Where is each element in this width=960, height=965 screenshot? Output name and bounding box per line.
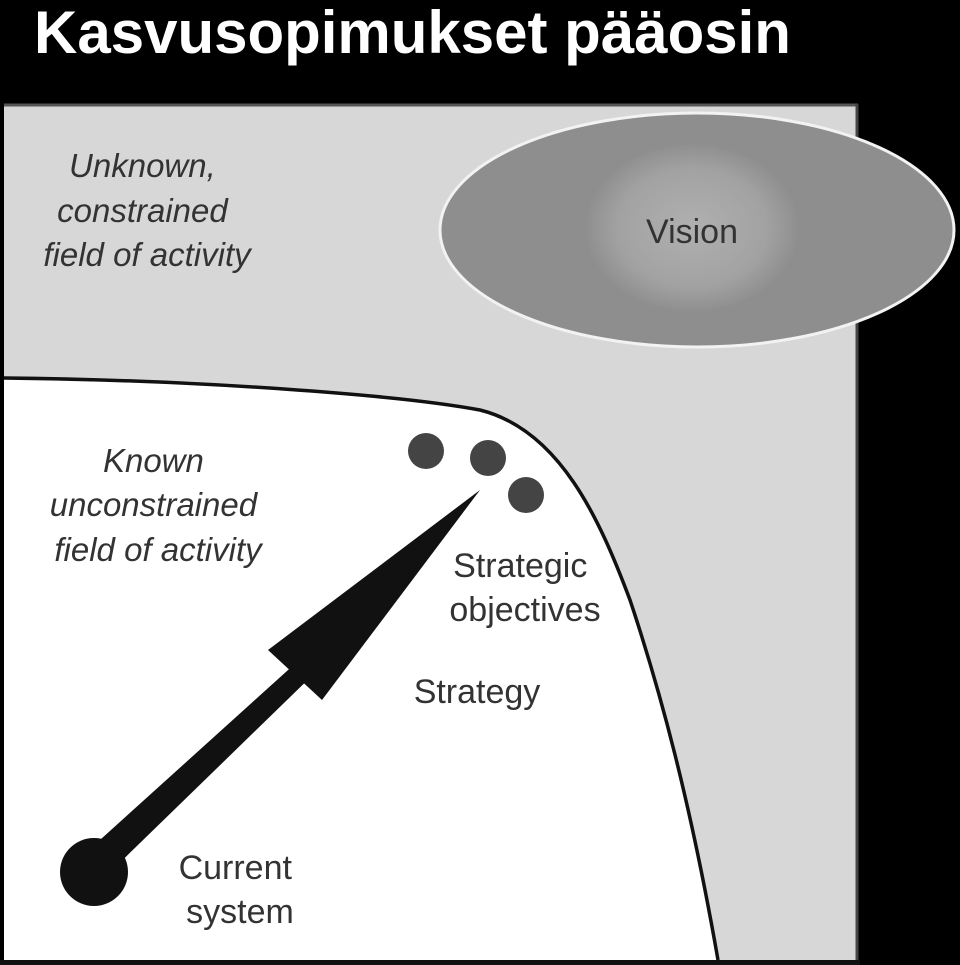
strategy-arrow xyxy=(60,490,480,906)
vision-label: Vision xyxy=(646,213,738,251)
unknown-field-label: Unknown, constrained field of activity xyxy=(43,147,253,273)
current-system-dot xyxy=(60,838,128,906)
unknown-field-line-1: Unknown, xyxy=(69,147,216,184)
strategy-label: Strategy xyxy=(414,673,541,711)
known-field-area xyxy=(4,378,718,960)
arrow-head xyxy=(268,490,480,700)
strategic-objectives-line-2: objectives xyxy=(449,591,600,629)
vision-glow xyxy=(586,144,798,312)
unknown-field-line-2: constrained xyxy=(57,192,229,229)
frame-bottom-edge xyxy=(0,960,860,965)
current-system-line-1: Current xyxy=(179,849,293,887)
objective-dot-1 xyxy=(408,433,444,469)
objective-dot-2 xyxy=(470,440,506,476)
strategic-objectives-label: Strategic objectives xyxy=(449,547,600,629)
current-system-line-2: system xyxy=(186,893,294,931)
known-field-line-2: unconstrained xyxy=(50,486,259,523)
slide-title: Kasvusopimukset pääosin xyxy=(34,0,791,66)
objective-dot-3 xyxy=(508,477,544,513)
boundary-curve xyxy=(3,376,720,961)
arrow-shaft xyxy=(80,652,322,880)
known-field-label: Known unconstrained field of activity xyxy=(50,442,267,568)
strategic-objectives-line-1: Strategic xyxy=(453,547,587,585)
current-system-label: Current system xyxy=(179,849,302,931)
unknown-field-line-3: field of activity xyxy=(43,236,253,273)
known-field-line-3: field of activity xyxy=(54,531,264,568)
known-field-line-1: Known xyxy=(103,442,204,479)
